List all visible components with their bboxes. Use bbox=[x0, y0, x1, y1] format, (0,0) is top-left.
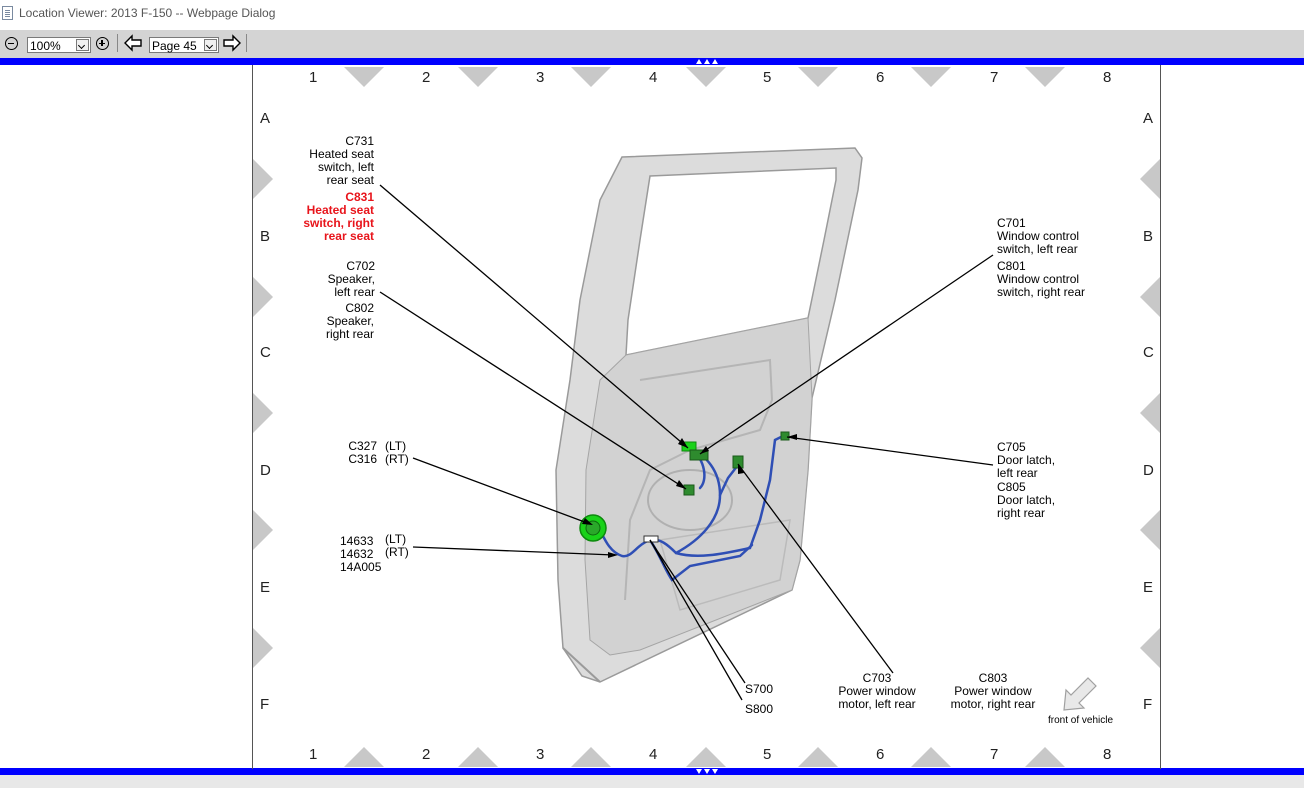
front-of-vehicle-label: front of vehicle bbox=[1048, 715, 1114, 726]
label-c801[interactable]: C801 Window control switch, right rear bbox=[997, 259, 1086, 299]
window-title: Location Viewer: 2013 F-150 -- Webpage D… bbox=[19, 6, 276, 20]
row-letter: C bbox=[1143, 344, 1154, 361]
page-value: Page 45 bbox=[152, 39, 197, 53]
label-14633-side: (LT) (RT) bbox=[385, 532, 409, 559]
diagram-frame bbox=[252, 65, 1161, 769]
column-number: 7 bbox=[990, 69, 999, 86]
row-letter: A bbox=[1143, 110, 1154, 127]
label-s800[interactable]: S800 bbox=[745, 702, 774, 716]
row-letter: D bbox=[1143, 462, 1154, 479]
column-number: 3 bbox=[536, 69, 545, 86]
row-letter: E bbox=[260, 579, 271, 596]
next-page-icon[interactable] bbox=[222, 34, 242, 52]
zoom-in-icon[interactable] bbox=[96, 37, 109, 50]
zoom-out-icon[interactable] bbox=[5, 37, 18, 50]
column-number: 7 bbox=[990, 746, 999, 763]
label-c803[interactable]: C803 Power window motor, right rear bbox=[950, 671, 1036, 711]
column-number: 2 bbox=[422, 746, 431, 763]
row-letter: F bbox=[260, 696, 270, 713]
rear-door-panel bbox=[555, 147, 863, 683]
row-letter: E bbox=[1143, 579, 1154, 596]
row-letter: C bbox=[260, 344, 271, 361]
column-number: 4 bbox=[649, 69, 658, 86]
arrowheads bbox=[582, 434, 797, 558]
label-14633[interactable]: 14633 14632 14A005 bbox=[340, 534, 382, 574]
column-number: 5 bbox=[763, 746, 772, 763]
page-select[interactable]: Page 45 bbox=[149, 37, 219, 53]
row-letter: B bbox=[260, 228, 271, 245]
row-letter: D bbox=[260, 462, 271, 479]
top-splitter-grip-icon[interactable] bbox=[695, 58, 719, 65]
column-number: 1 bbox=[309, 746, 318, 763]
toolbar-separator bbox=[246, 34, 247, 52]
label-c703[interactable]: C703 Power window motor, left rear bbox=[838, 671, 916, 711]
row-letter: A bbox=[260, 110, 271, 127]
column-number: 6 bbox=[876, 746, 885, 763]
label-c831-highlighted[interactable]: C831 Heated seat switch, right rear seat bbox=[303, 190, 374, 243]
label-c701[interactable]: C701 Window control switch, left rear bbox=[997, 216, 1080, 256]
zoom-select[interactable]: 100% bbox=[27, 37, 91, 53]
chevron-down-icon[interactable] bbox=[204, 39, 217, 51]
label-c702[interactable]: C702 Speaker, left rear bbox=[327, 259, 375, 299]
leader-lines bbox=[379, 184, 994, 701]
previous-page-icon[interactable] bbox=[123, 34, 143, 52]
label-c327[interactable]: C327 C316 bbox=[348, 439, 377, 466]
bottom-splitter-band[interactable] bbox=[0, 768, 1304, 775]
column-number: 3 bbox=[536, 746, 545, 763]
column-number: 8 bbox=[1103, 746, 1112, 763]
column-number: 2 bbox=[422, 69, 431, 86]
top-splitter-band[interactable] bbox=[0, 58, 1304, 65]
window-titlebar: Location Viewer: 2013 F-150 -- Webpage D… bbox=[0, 0, 1304, 30]
grid-markers bbox=[253, 67, 1160, 767]
connectors bbox=[579, 431, 790, 543]
column-number: 8 bbox=[1103, 69, 1112, 86]
column-number: 5 bbox=[763, 69, 772, 86]
front-of-vehicle-arrow-icon bbox=[1063, 677, 1097, 711]
chevron-down-icon[interactable] bbox=[76, 39, 89, 51]
label-c705[interactable]: C705 Door latch, left rear bbox=[997, 440, 1056, 480]
label-c731[interactable]: C731 Heated seat switch, left rear seat bbox=[309, 134, 374, 187]
document-icon bbox=[2, 6, 13, 20]
bottom-splitter-grip-icon[interactable] bbox=[695, 768, 719, 775]
label-c805[interactable]: C805 Door latch, right rear bbox=[997, 480, 1056, 520]
zoom-value: 100% bbox=[30, 39, 61, 53]
row-letter: B bbox=[1143, 228, 1154, 245]
label-c327-side: (LT) (RT) bbox=[385, 439, 409, 466]
column-number: 1 bbox=[309, 69, 318, 86]
label-s700[interactable]: S700 bbox=[745, 682, 774, 696]
row-letter: F bbox=[1143, 696, 1153, 713]
bottom-strip bbox=[0, 775, 1304, 788]
column-number: 4 bbox=[649, 746, 658, 763]
toolbar-separator bbox=[117, 34, 118, 52]
label-c802[interactable]: C802 Speaker, right rear bbox=[325, 301, 374, 341]
column-number: 6 bbox=[876, 69, 885, 86]
